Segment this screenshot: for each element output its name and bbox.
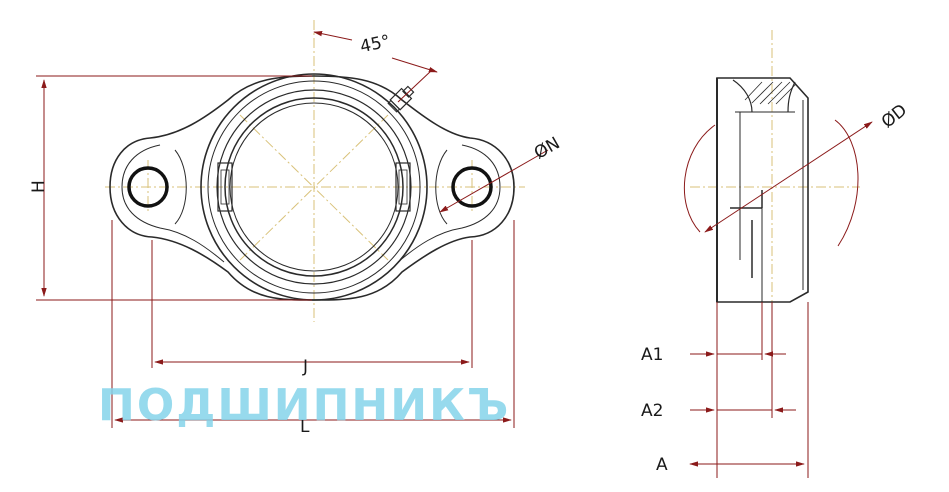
housing-outer-ring bbox=[200, 73, 428, 301]
side-dimensions: ØD A1 A2 A bbox=[641, 100, 911, 478]
watermark-logo: ПОДШИПНИКЪ bbox=[98, 380, 510, 431]
left-bolt-hole bbox=[127, 166, 169, 208]
height-label: H bbox=[29, 180, 49, 193]
right-bolt-hole bbox=[451, 166, 493, 208]
bore-diameter-label: ØD bbox=[878, 100, 911, 132]
flange-outline bbox=[109, 75, 515, 301]
front-view bbox=[105, 20, 525, 322]
a2-label: A2 bbox=[641, 401, 663, 421]
diagonal-centerline-2 bbox=[239, 114, 389, 261]
angle-label: 45° bbox=[358, 31, 392, 57]
bolt-diameter-label: ØN bbox=[531, 133, 564, 163]
a-label: A bbox=[656, 455, 668, 475]
side-view bbox=[690, 30, 860, 340]
length-label: L bbox=[300, 417, 310, 437]
a1-label: A1 bbox=[641, 345, 663, 365]
bearing-inner-ring bbox=[224, 97, 404, 277]
bolt-spacing-label: J bbox=[302, 357, 308, 377]
watermark-text: ПОДШИПНИКЪ bbox=[98, 380, 510, 431]
